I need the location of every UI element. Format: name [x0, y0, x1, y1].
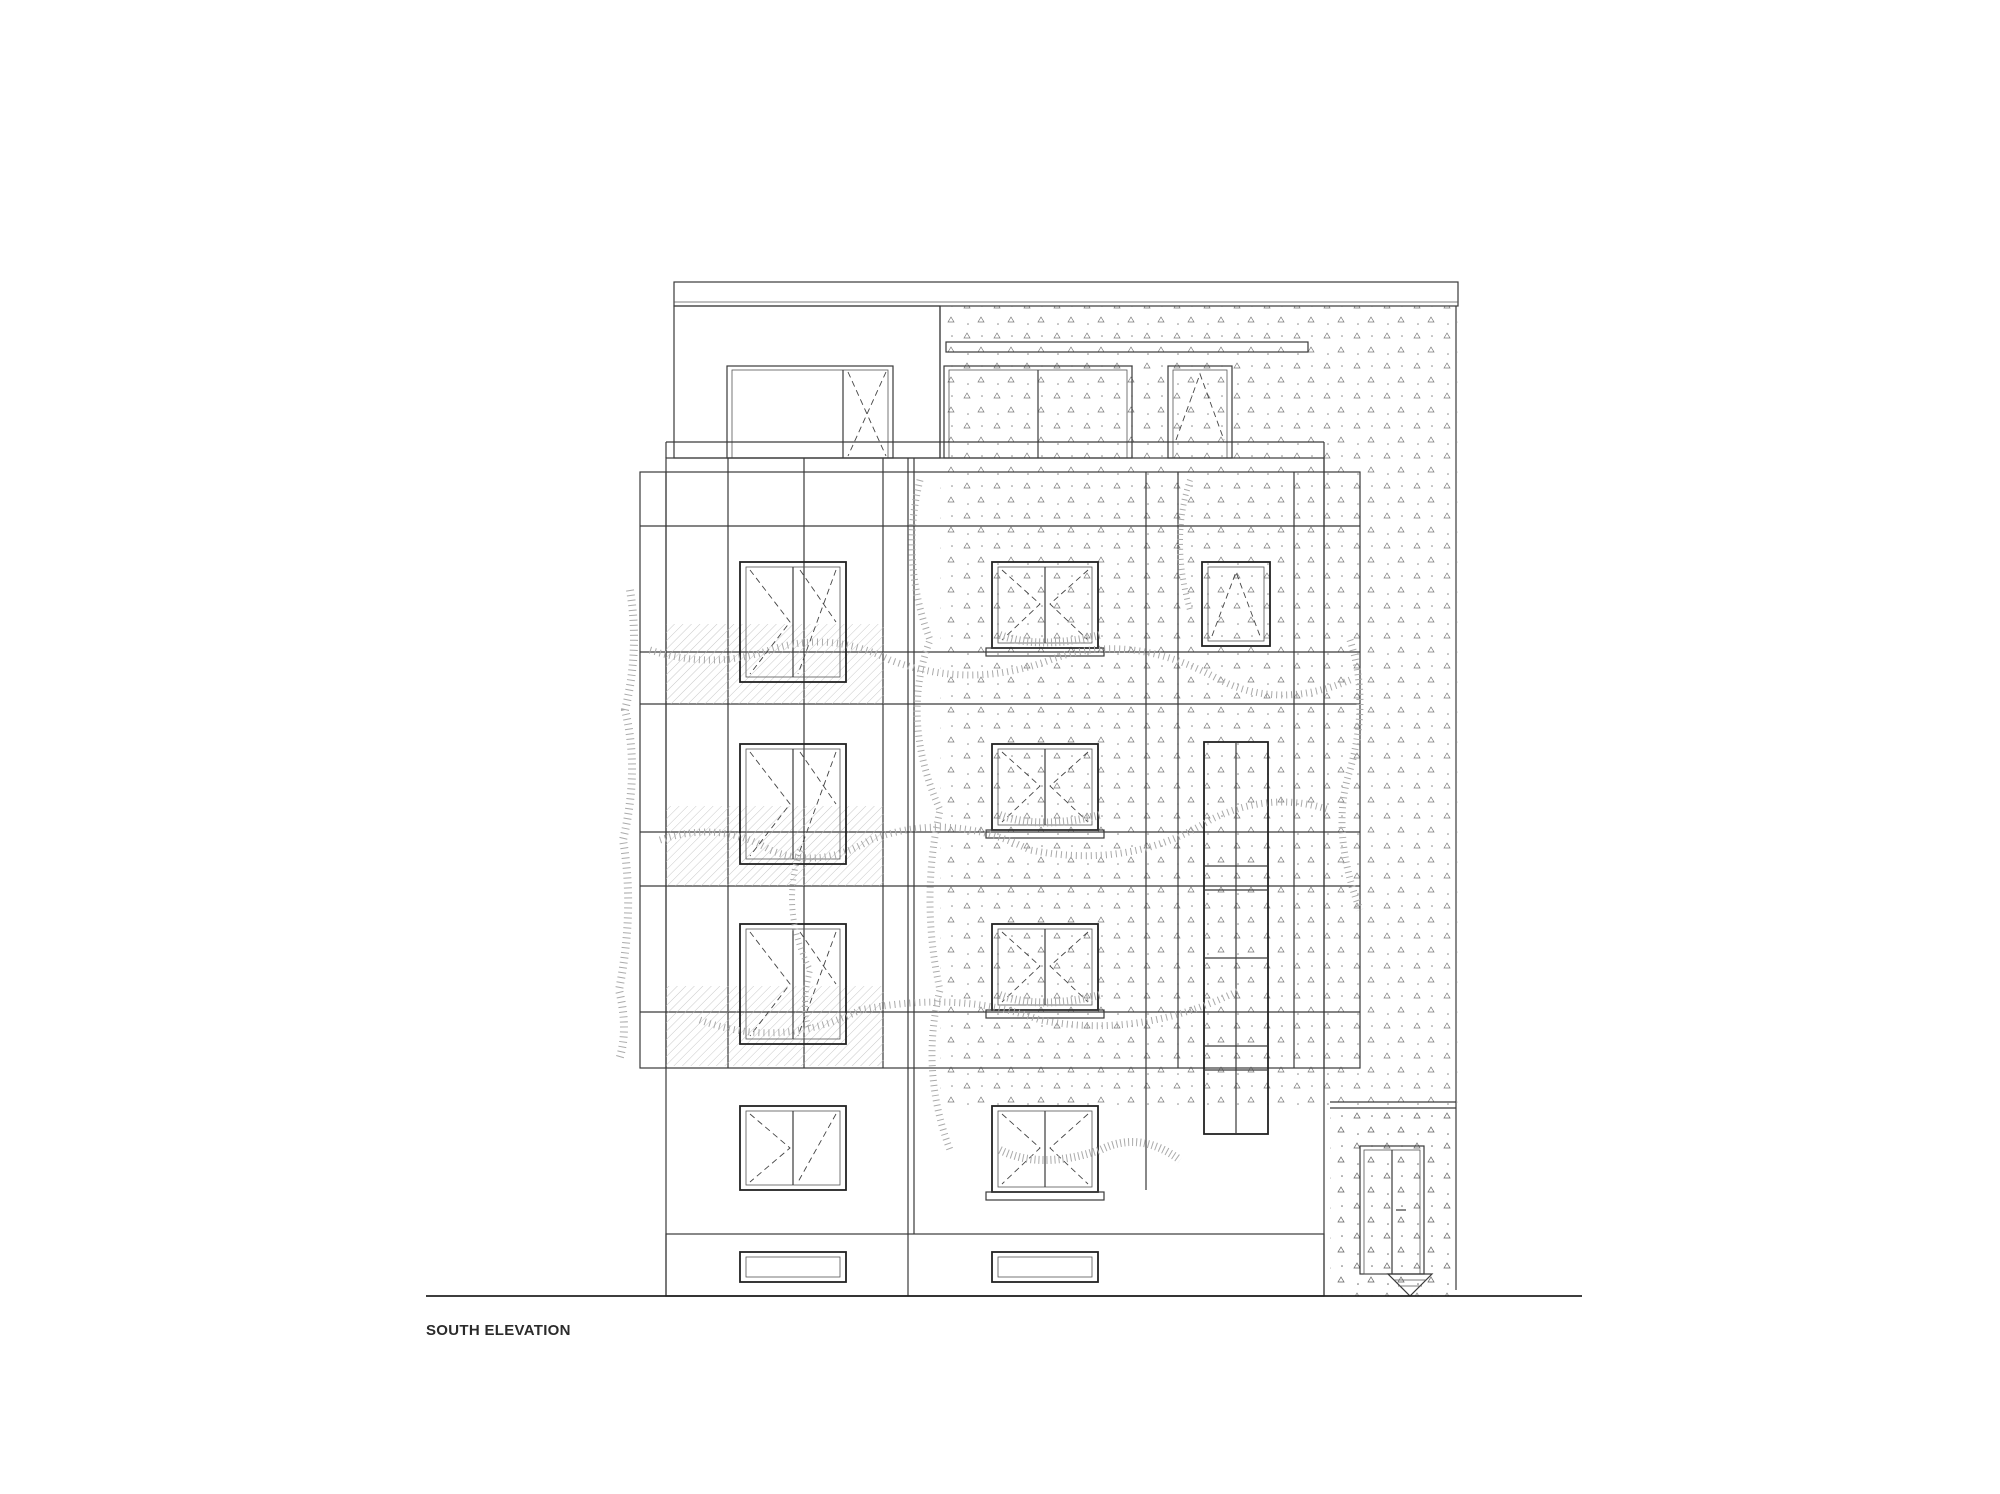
centre-column-windows	[985, 561, 1105, 1201]
trellis-frame	[639, 458, 1361, 1234]
climbing-plants	[614, 479, 1364, 1164]
right-column-windows	[1201, 561, 1271, 1135]
brick-plinth	[665, 1233, 1325, 1297]
side-entrance-door	[1330, 1110, 1456, 1297]
drawing-title: SOUTH ELEVATION	[426, 1322, 571, 1339]
roof-parapet	[673, 281, 1459, 307]
